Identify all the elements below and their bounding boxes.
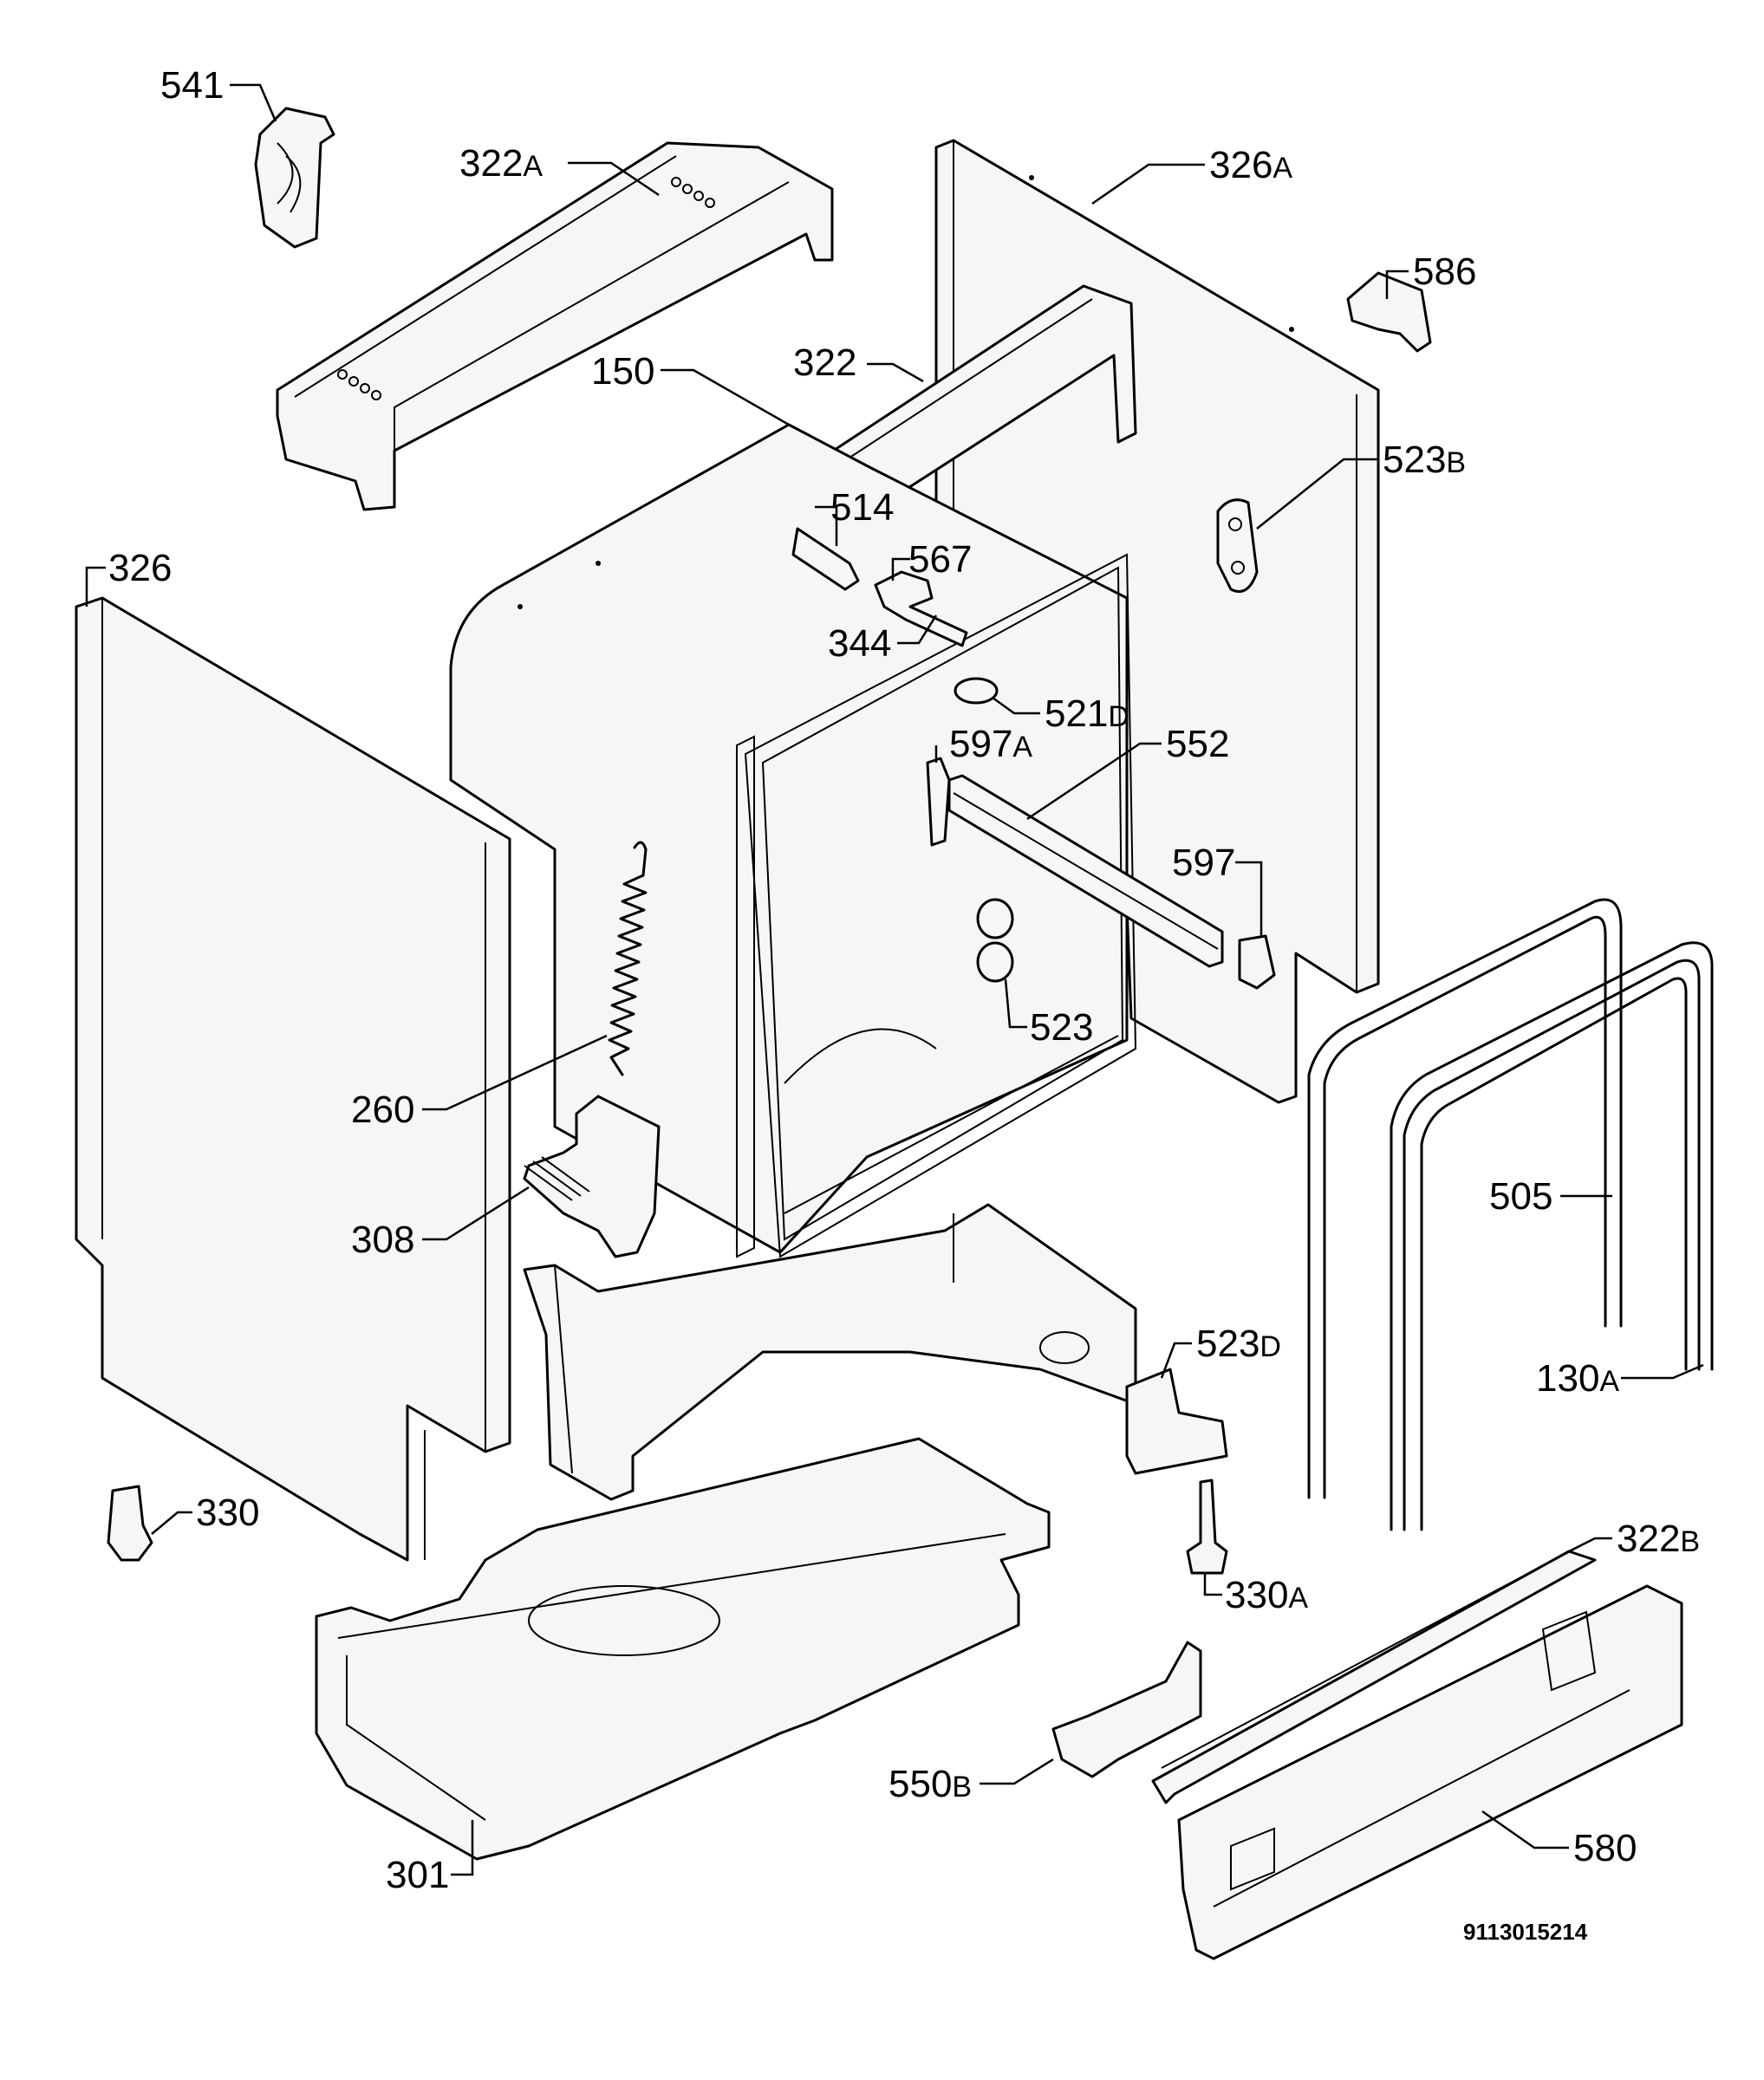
callout-514: 514 (830, 486, 894, 529)
callout-326: 326 (108, 547, 172, 589)
part-bottom-rail (1151, 1542, 1597, 1804)
part-bracket (1346, 271, 1432, 353)
part-base-frame (523, 1203, 1137, 1501)
part-guide (1125, 1368, 1228, 1475)
callout-580: 580 (1573, 1827, 1637, 1869)
part-base-tray (315, 1437, 1051, 1861)
part-top-rail-a (276, 141, 834, 511)
callout-505: 505 (1489, 1175, 1552, 1218)
part-foot (107, 1485, 153, 1562)
callout-550b: 550B (889, 1763, 972, 1805)
part-grommets (976, 898, 1014, 983)
part-kick-plate (1177, 1584, 1683, 1960)
callout-301: 301 (386, 1854, 449, 1896)
part-shaft (791, 527, 860, 591)
part-plug (954, 677, 999, 705)
callout-260: 260 (351, 1089, 414, 1131)
part-lower-bracket (1051, 1641, 1202, 1778)
part-side-panel-left (75, 596, 511, 1562)
part-spring (608, 841, 648, 1076)
part-clip (254, 107, 335, 249)
callout-567: 567 (908, 538, 972, 581)
callout-344: 344 (828, 622, 891, 665)
part-rail (947, 774, 1224, 968)
leader-lines (85, 83, 1704, 1876)
callout-330a: 330A (1225, 1574, 1308, 1616)
callout-322a: 322A (459, 142, 543, 185)
document-id: 9113015214 (1463, 1919, 1588, 1945)
part-clip-right (1238, 934, 1276, 990)
callout-308: 308 (351, 1219, 414, 1261)
callout-541: 541 (160, 64, 224, 107)
callout-labels: 541 322A 326A 586 150 322 523B 514 567 3… (108, 64, 1700, 1945)
callout-523: 523 (1030, 1006, 1093, 1049)
callout-130a: 130A (1536, 1357, 1619, 1400)
part-plate-spring (874, 570, 968, 647)
part-grommet-b (1216, 498, 1259, 593)
callout-521d: 521D (1045, 692, 1129, 735)
part-door-seals (1307, 898, 1714, 1531)
callout-552: 552 (1166, 723, 1229, 765)
part-hinge (523, 1095, 661, 1258)
callout-326a: 326A (1209, 144, 1292, 186)
callout-597a: 597A (949, 723, 1032, 765)
callout-330: 330 (196, 1492, 259, 1534)
callout-150: 150 (591, 350, 654, 393)
callout-322: 322 (793, 341, 856, 384)
part-clip-small (926, 757, 951, 847)
callout-597: 597 (1172, 842, 1235, 884)
callout-322b: 322B (1617, 1518, 1700, 1560)
callout-523d: 523D (1196, 1323, 1281, 1365)
callout-523b: 523B (1383, 439, 1466, 481)
part-adjust-foot (1186, 1479, 1228, 1575)
callout-586: 586 (1413, 250, 1476, 293)
